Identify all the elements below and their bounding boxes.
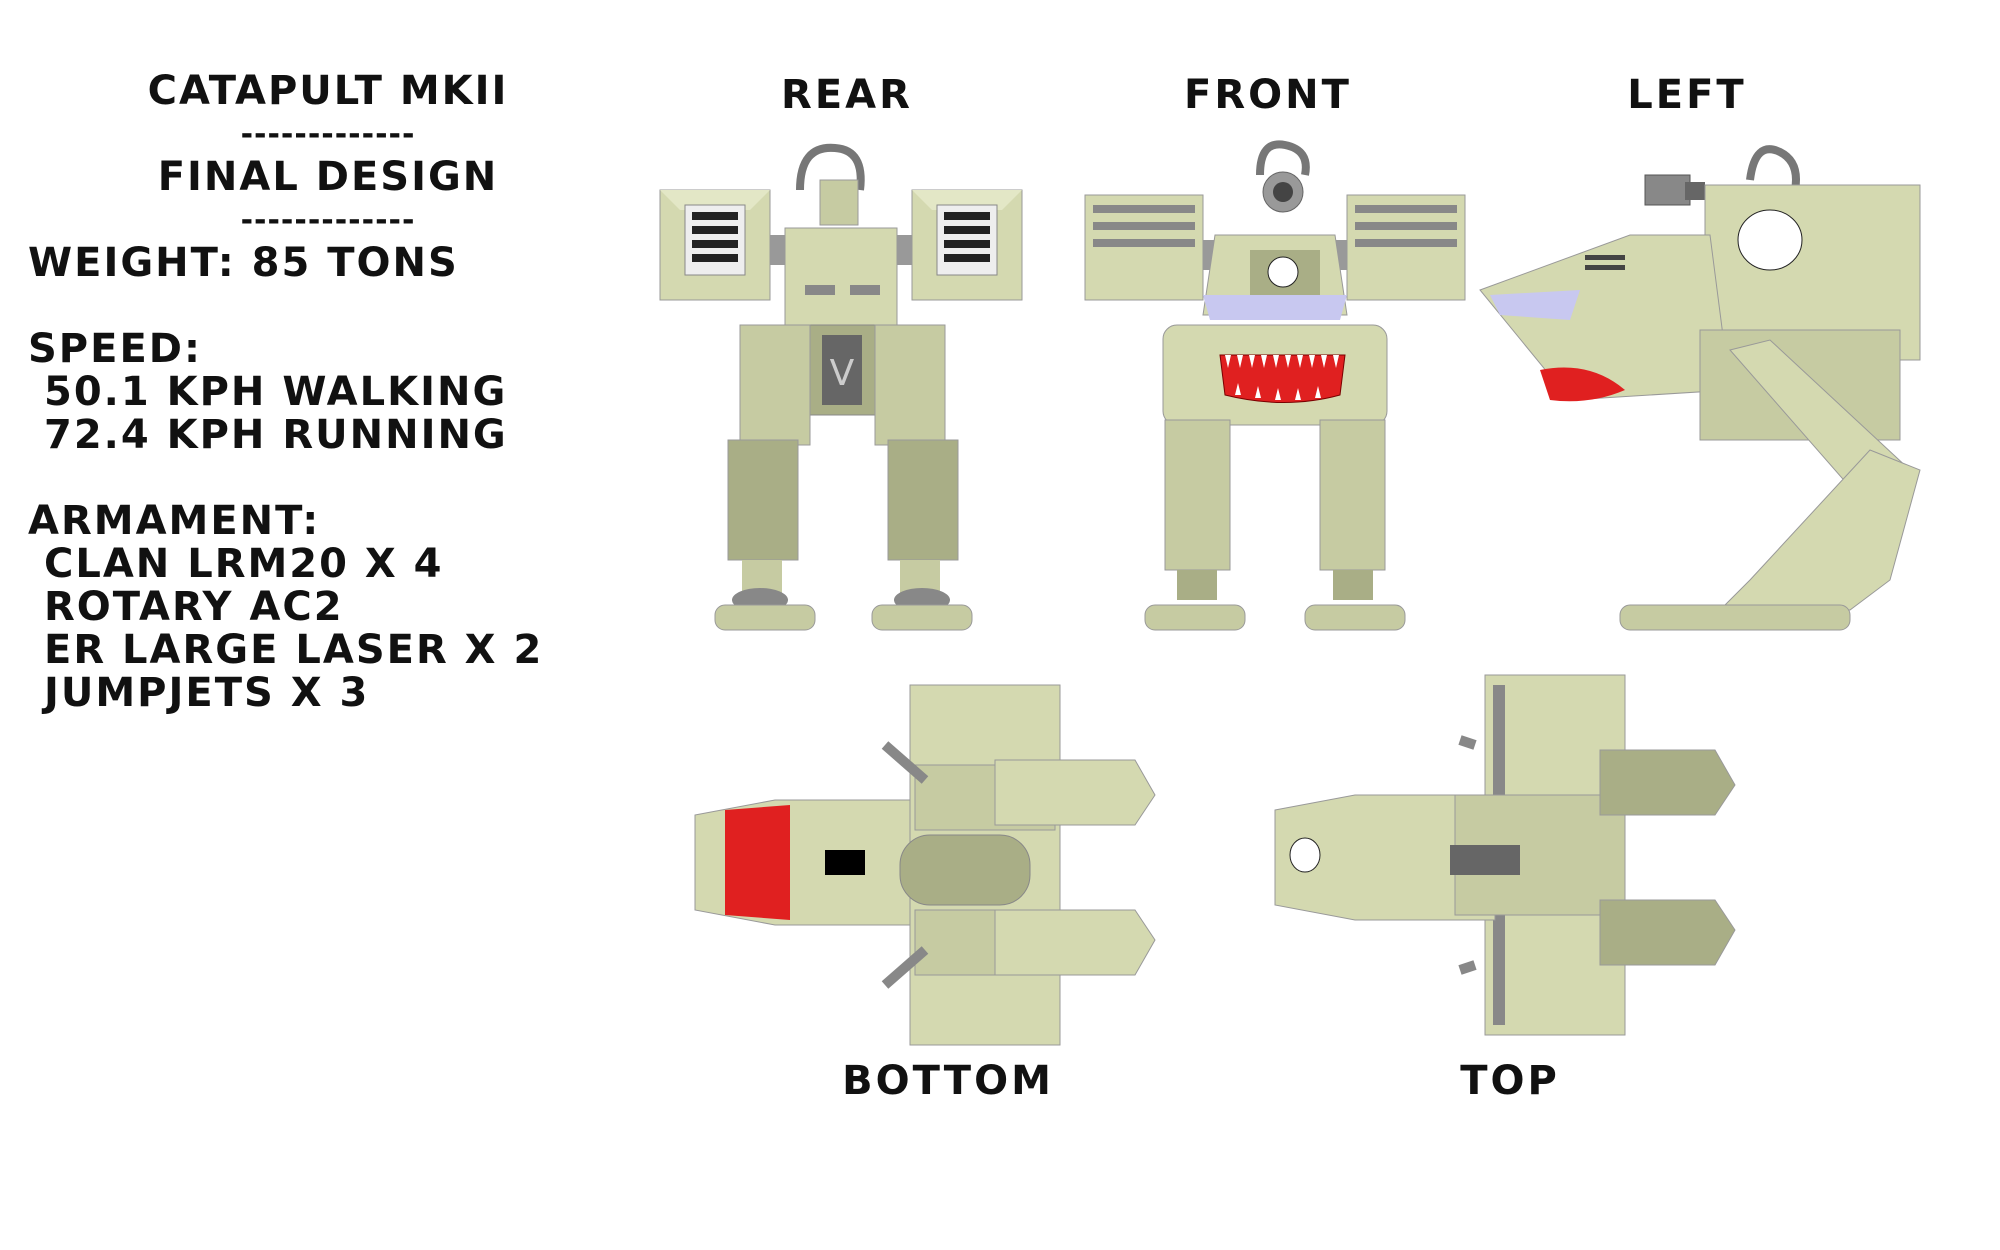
view-label-left: Left <box>1627 72 1747 118</box>
weight-text: Weight: 85 Tons <box>28 240 459 286</box>
speed-running: 72.4 kph running <box>44 412 508 458</box>
rear-view-drawing: V <box>659 143 1023 631</box>
view-label-front: Front <box>1184 72 1352 118</box>
armament-item: Jumpjets x 3 <box>44 670 370 716</box>
armament-item: Rotary AC2 <box>44 584 344 630</box>
view-label-top: Top <box>1460 1058 1560 1104</box>
design-subtitle: Final Design <box>157 154 499 200</box>
mech-name: Catapult MkII <box>147 68 509 114</box>
view-label-rear: Rear <box>781 72 913 118</box>
speed-walking: 50.1 kph walking <box>44 369 508 415</box>
separator-line: ------------- <box>240 117 416 152</box>
armament-item: Clan LRM20 x 4 <box>44 541 444 587</box>
front-view-drawing <box>1084 140 1466 631</box>
view-label-bottom: Bottom <box>842 1058 1054 1104</box>
armament-item: ER Large Laser x 2 <box>44 627 544 673</box>
top-view-drawing <box>1274 674 1736 1036</box>
separator-line: ------------- <box>240 203 416 238</box>
bottom-view-drawing <box>694 684 1156 1046</box>
svg-text:V: V <box>830 353 855 394</box>
left-view-drawing <box>1479 145 1921 631</box>
speed-heading: Speed: <box>28 326 202 372</box>
armament-heading: Armament: <box>28 498 321 544</box>
spec-sheet: Catapult MkII ------------- Final Design… <box>28 70 648 715</box>
